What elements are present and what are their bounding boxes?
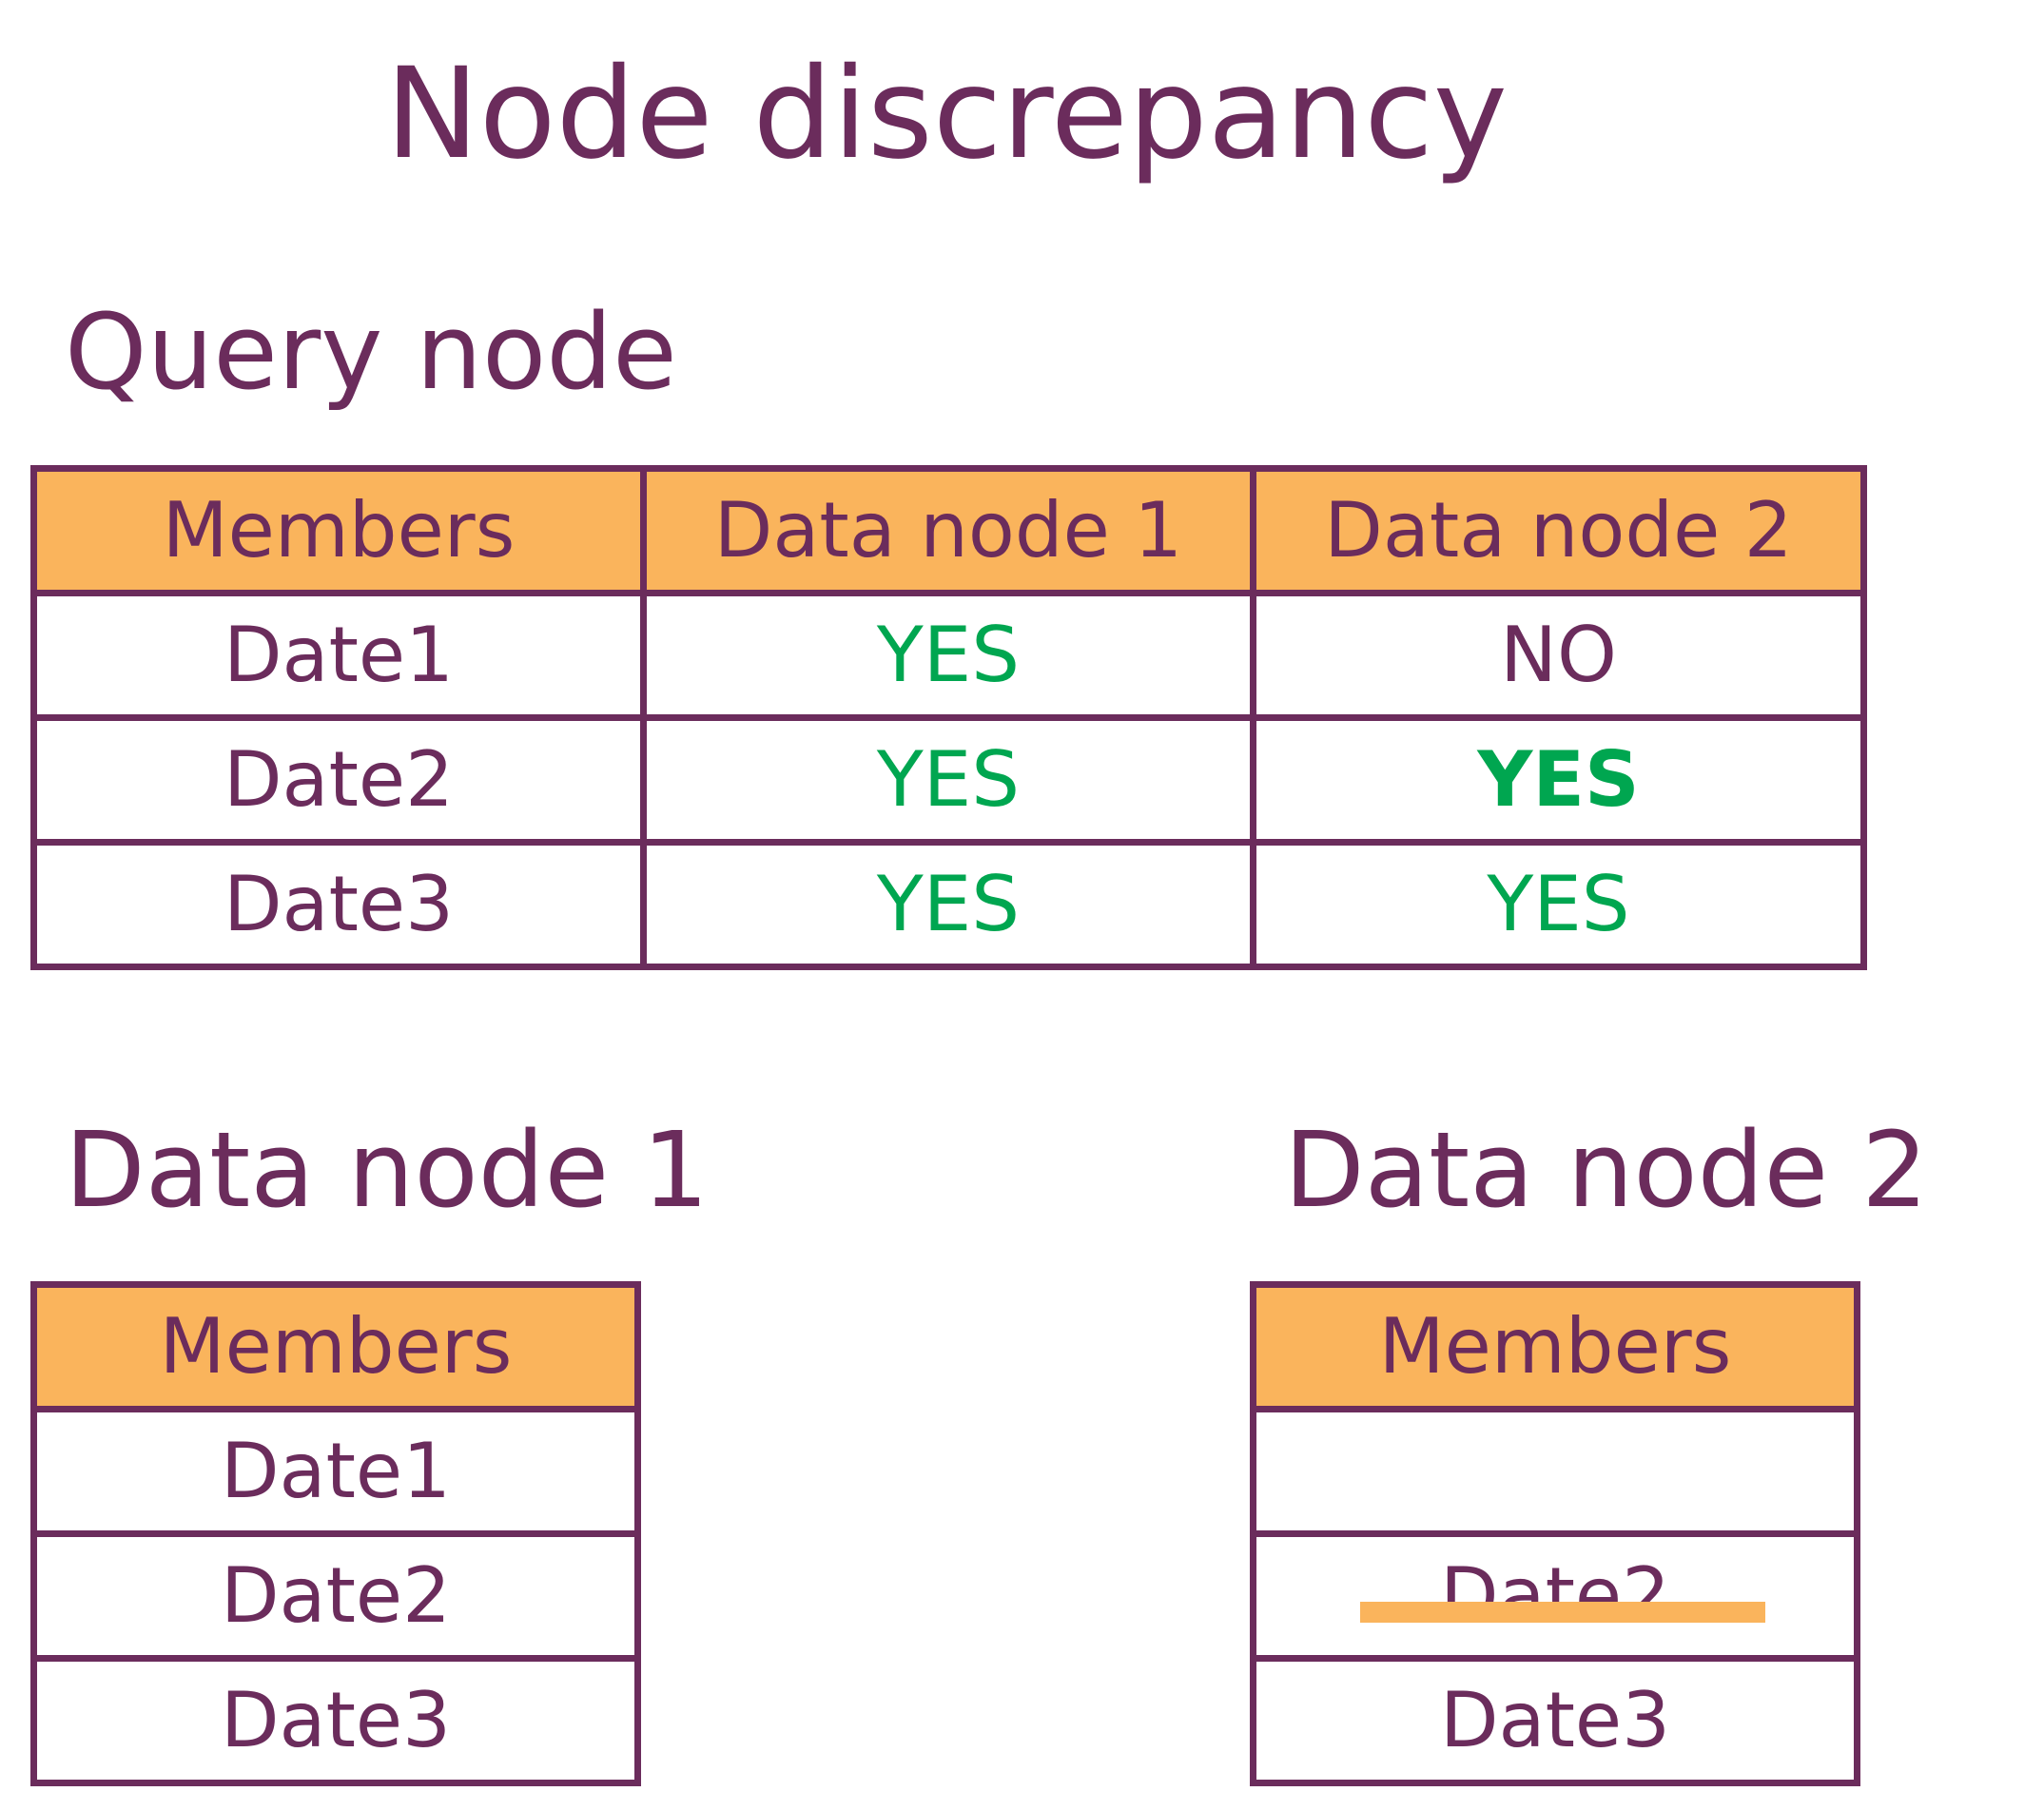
table-row: Date3 xyxy=(1250,1655,1860,1786)
table-row xyxy=(1250,1406,1860,1537)
struck-member-label: Date2 xyxy=(1439,1551,1671,1640)
table-header-row: Members Data node 1 Data node 2 xyxy=(30,465,1867,596)
status-cell: YES xyxy=(1250,839,1867,970)
status-cell: YES xyxy=(640,839,1256,970)
data-node-2-table: Members Date2 Date3 xyxy=(1250,1281,1860,1786)
status-cell: YES xyxy=(640,714,1256,846)
member-cell: Date1 xyxy=(30,1406,641,1537)
member-cell: Date3 xyxy=(1250,1655,1860,1786)
data-node-1-table: Members Date1 Date2 Date3 xyxy=(30,1281,641,1786)
column-header-members: Members xyxy=(1250,1281,1860,1412)
query-node-heading: Query node xyxy=(65,291,677,413)
table-row: Date2 xyxy=(30,1530,641,1662)
table-row: Date1 YES NO xyxy=(30,590,1867,721)
empty-member-cell xyxy=(1250,1406,1860,1537)
status-cell: YES xyxy=(640,590,1256,721)
column-header-members: Members xyxy=(30,465,647,596)
page-title: Node discrepancy xyxy=(385,41,1508,187)
member-cell: Date3 xyxy=(30,1655,641,1786)
column-header-members: Members xyxy=(30,1281,641,1412)
column-header-data-node-1: Data node 1 xyxy=(640,465,1256,596)
table-row: Date2 xyxy=(1250,1530,1860,1662)
query-node-table: Members Data node 1 Data node 2 Date1 YE… xyxy=(30,465,1867,970)
strikethrough-line xyxy=(1359,1602,1766,1623)
table-header-row: Members xyxy=(30,1281,641,1412)
member-cell: Date1 xyxy=(30,590,647,721)
table-row: Date1 xyxy=(30,1406,641,1537)
table-header-row: Members xyxy=(1250,1281,1860,1412)
struck-member: Date2 xyxy=(1359,1558,1766,1634)
data-node-2-heading: Data node 2 xyxy=(1284,1109,1929,1231)
status-cell: NO xyxy=(1250,590,1867,721)
table-row: Date3 xyxy=(30,1655,641,1786)
column-header-data-node-2: Data node 2 xyxy=(1250,465,1867,596)
member-cell: Date3 xyxy=(30,839,647,970)
status-cell: YES xyxy=(1250,714,1867,846)
table-row: Date2 YES YES xyxy=(30,714,1867,846)
member-cell: Date2 xyxy=(30,1530,641,1662)
member-cell: Date2 xyxy=(30,714,647,846)
member-cell-struck: Date2 xyxy=(1250,1530,1860,1662)
data-node-1-heading: Data node 1 xyxy=(65,1109,710,1231)
table-row: Date3 YES YES xyxy=(30,839,1867,970)
